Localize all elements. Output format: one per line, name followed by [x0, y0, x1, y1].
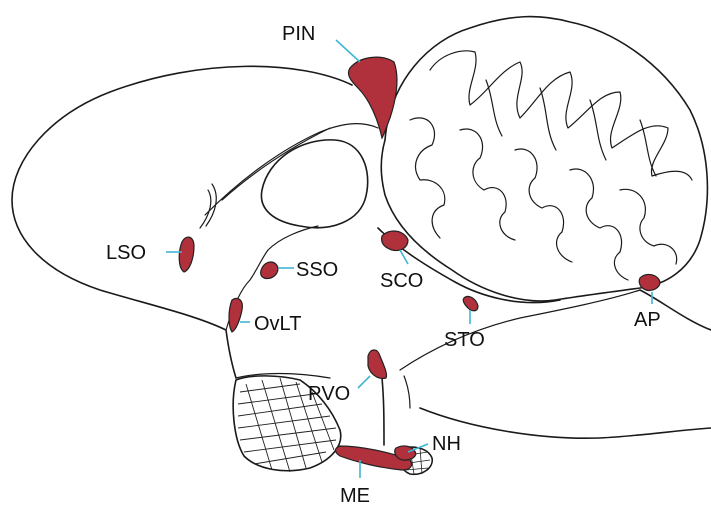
label-nh: NH	[432, 433, 461, 455]
label-me: ME	[340, 485, 370, 507]
pvo-leader	[358, 376, 370, 388]
pvo-organ	[368, 350, 387, 378]
ap-organ	[639, 275, 660, 291]
label-ovlt: OvLT	[254, 313, 301, 335]
sco-organ	[382, 231, 408, 250]
label-sto: STO	[444, 329, 485, 351]
label-lso: LSO	[106, 242, 146, 264]
leader-lines	[166, 40, 652, 478]
label-sco: SCO	[380, 270, 423, 292]
ovlt-organ	[229, 298, 242, 332]
label-pvo: PVO	[308, 383, 350, 405]
sso-organ	[261, 262, 278, 279]
label-sso: SSO	[296, 259, 338, 281]
cerebellum	[381, 17, 707, 301]
sto-organ	[463, 296, 478, 310]
label-ap: AP	[634, 309, 661, 331]
label-pin: PIN	[282, 23, 315, 45]
pin-leader	[336, 40, 360, 62]
lso-organ	[179, 237, 194, 272]
nh-organ	[395, 446, 416, 460]
